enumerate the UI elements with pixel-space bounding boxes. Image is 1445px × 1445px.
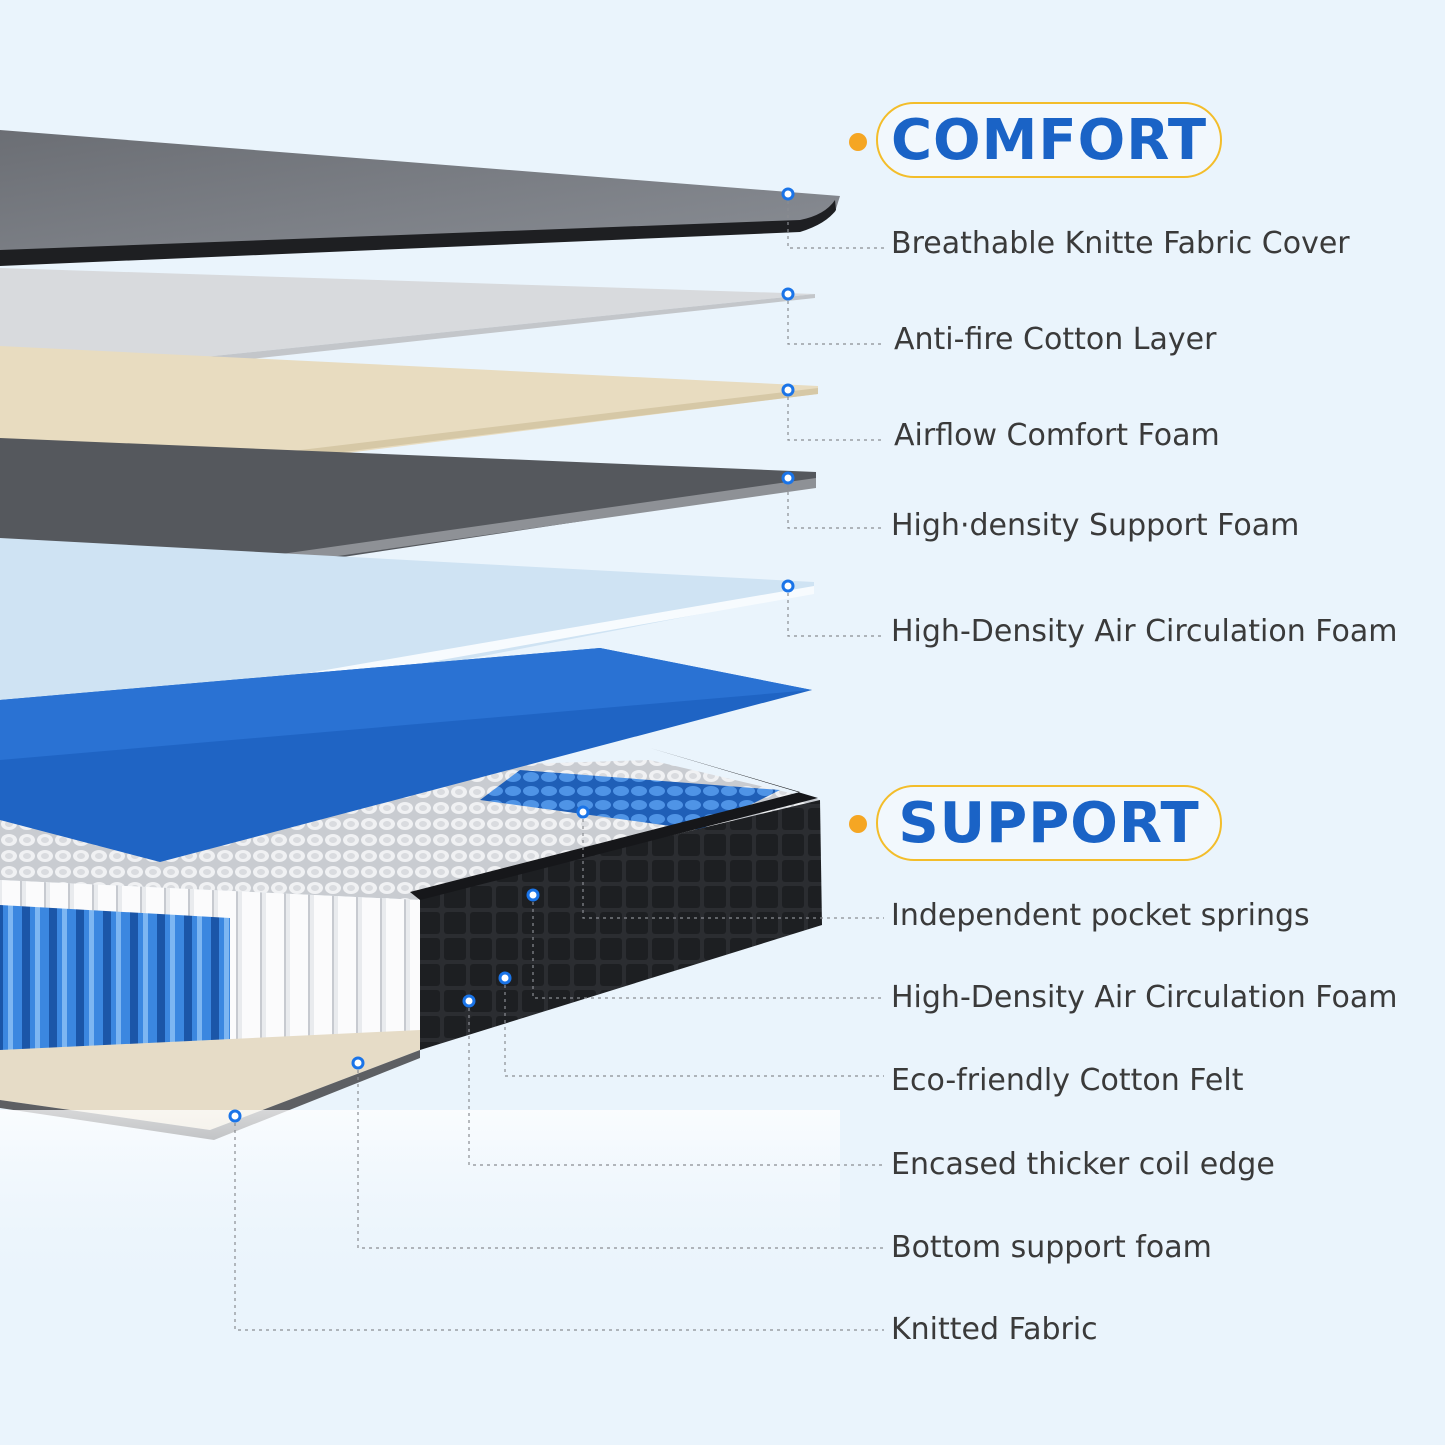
cotton-layer [0,268,815,378]
label-cotton-layer: Anti-fire Cotton Layer [894,322,1217,357]
label-pocket-springs: Independent pocket springs [891,898,1310,933]
label-comfort-foam: Airflow Comfort Foam [894,418,1220,453]
label-air-foam-top: High-Density Air Circulation Foam [891,614,1398,649]
support-bullet [849,815,867,833]
support-title: SUPPORT [898,790,1200,856]
label-support-foam: High·density Support Foam [891,508,1300,543]
bottom-support-foam [0,1030,420,1130]
comfort-bullet [849,133,867,151]
label-cotton-felt: Eco-friendly Cotton Felt [891,1063,1244,1098]
comfort-title: COMFORT [890,107,1208,173]
comfort-heading: COMFORT [876,102,1222,178]
fabric-cover-layer [0,130,840,266]
label-bottom-foam: Bottom support foam [891,1230,1212,1265]
marker-dots [228,187,795,1123]
encased-coil-edge [420,800,822,1050]
support-heading: SUPPORT [876,785,1222,861]
leader-lines [234,194,884,1331]
label-knitted-fabric: Knitted Fabric [891,1312,1098,1347]
label-air-foam-bottom: High-Density Air Circulation Foam [891,980,1398,1015]
encased-top-rim [410,748,818,900]
label-fabric-cover: Breathable Knitte Fabric Cover [891,226,1350,261]
label-coil-edge: Encased thicker coil edge [891,1147,1275,1182]
floor-reflection [0,1110,840,1310]
blue-foam-highlight [0,648,812,760]
